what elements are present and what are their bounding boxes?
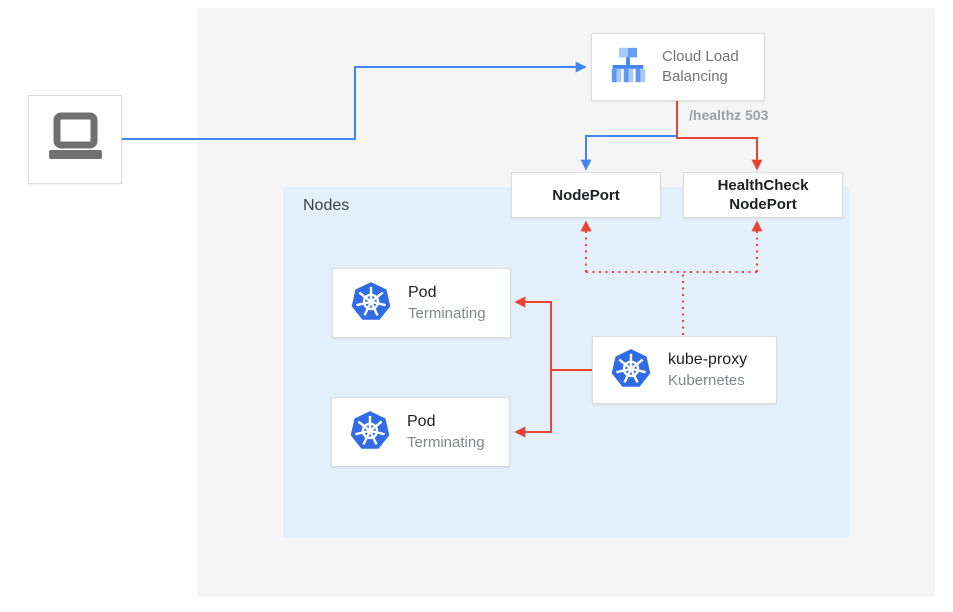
cloud-load-balancing-label: Cloud Load Balancing	[662, 48, 739, 85]
kubernetes-helm-icon	[609, 346, 653, 395]
pod-title: Pod	[408, 284, 437, 301]
pod-status: Terminating	[407, 434, 485, 451]
healthcheck-nodeport-node: HealthCheck NodePort	[683, 172, 843, 218]
nodes-container-label: Nodes	[303, 197, 350, 214]
load-balancer-tree-icon	[607, 44, 649, 91]
kube-proxy-subtitle: Kubernetes	[668, 372, 745, 389]
kube-proxy-title: kube-proxy	[668, 351, 748, 368]
cloud-load-balancing-node: Cloud Load Balancing	[591, 33, 765, 101]
client-laptop-node	[28, 95, 122, 184]
pod-terminating-node-1: Pod Terminating	[332, 268, 511, 338]
healthz-status-label: /healthz 503	[689, 107, 769, 123]
nodeport-node: NodePort	[511, 172, 661, 218]
pod-terminating-node-2: Pod Terminating	[331, 397, 510, 467]
pod-status: Terminating	[408, 305, 486, 322]
kubernetes-helm-icon	[349, 279, 393, 328]
pod-title: Pod	[407, 413, 436, 430]
kube-proxy-node: kube-proxy Kubernetes	[592, 336, 777, 404]
kubernetes-helm-icon	[348, 408, 392, 457]
laptop-icon	[43, 105, 107, 174]
nodeport-label: NodePort	[552, 186, 620, 204]
healthcheck-nodeport-label: HealthCheck NodePort	[717, 177, 809, 213]
